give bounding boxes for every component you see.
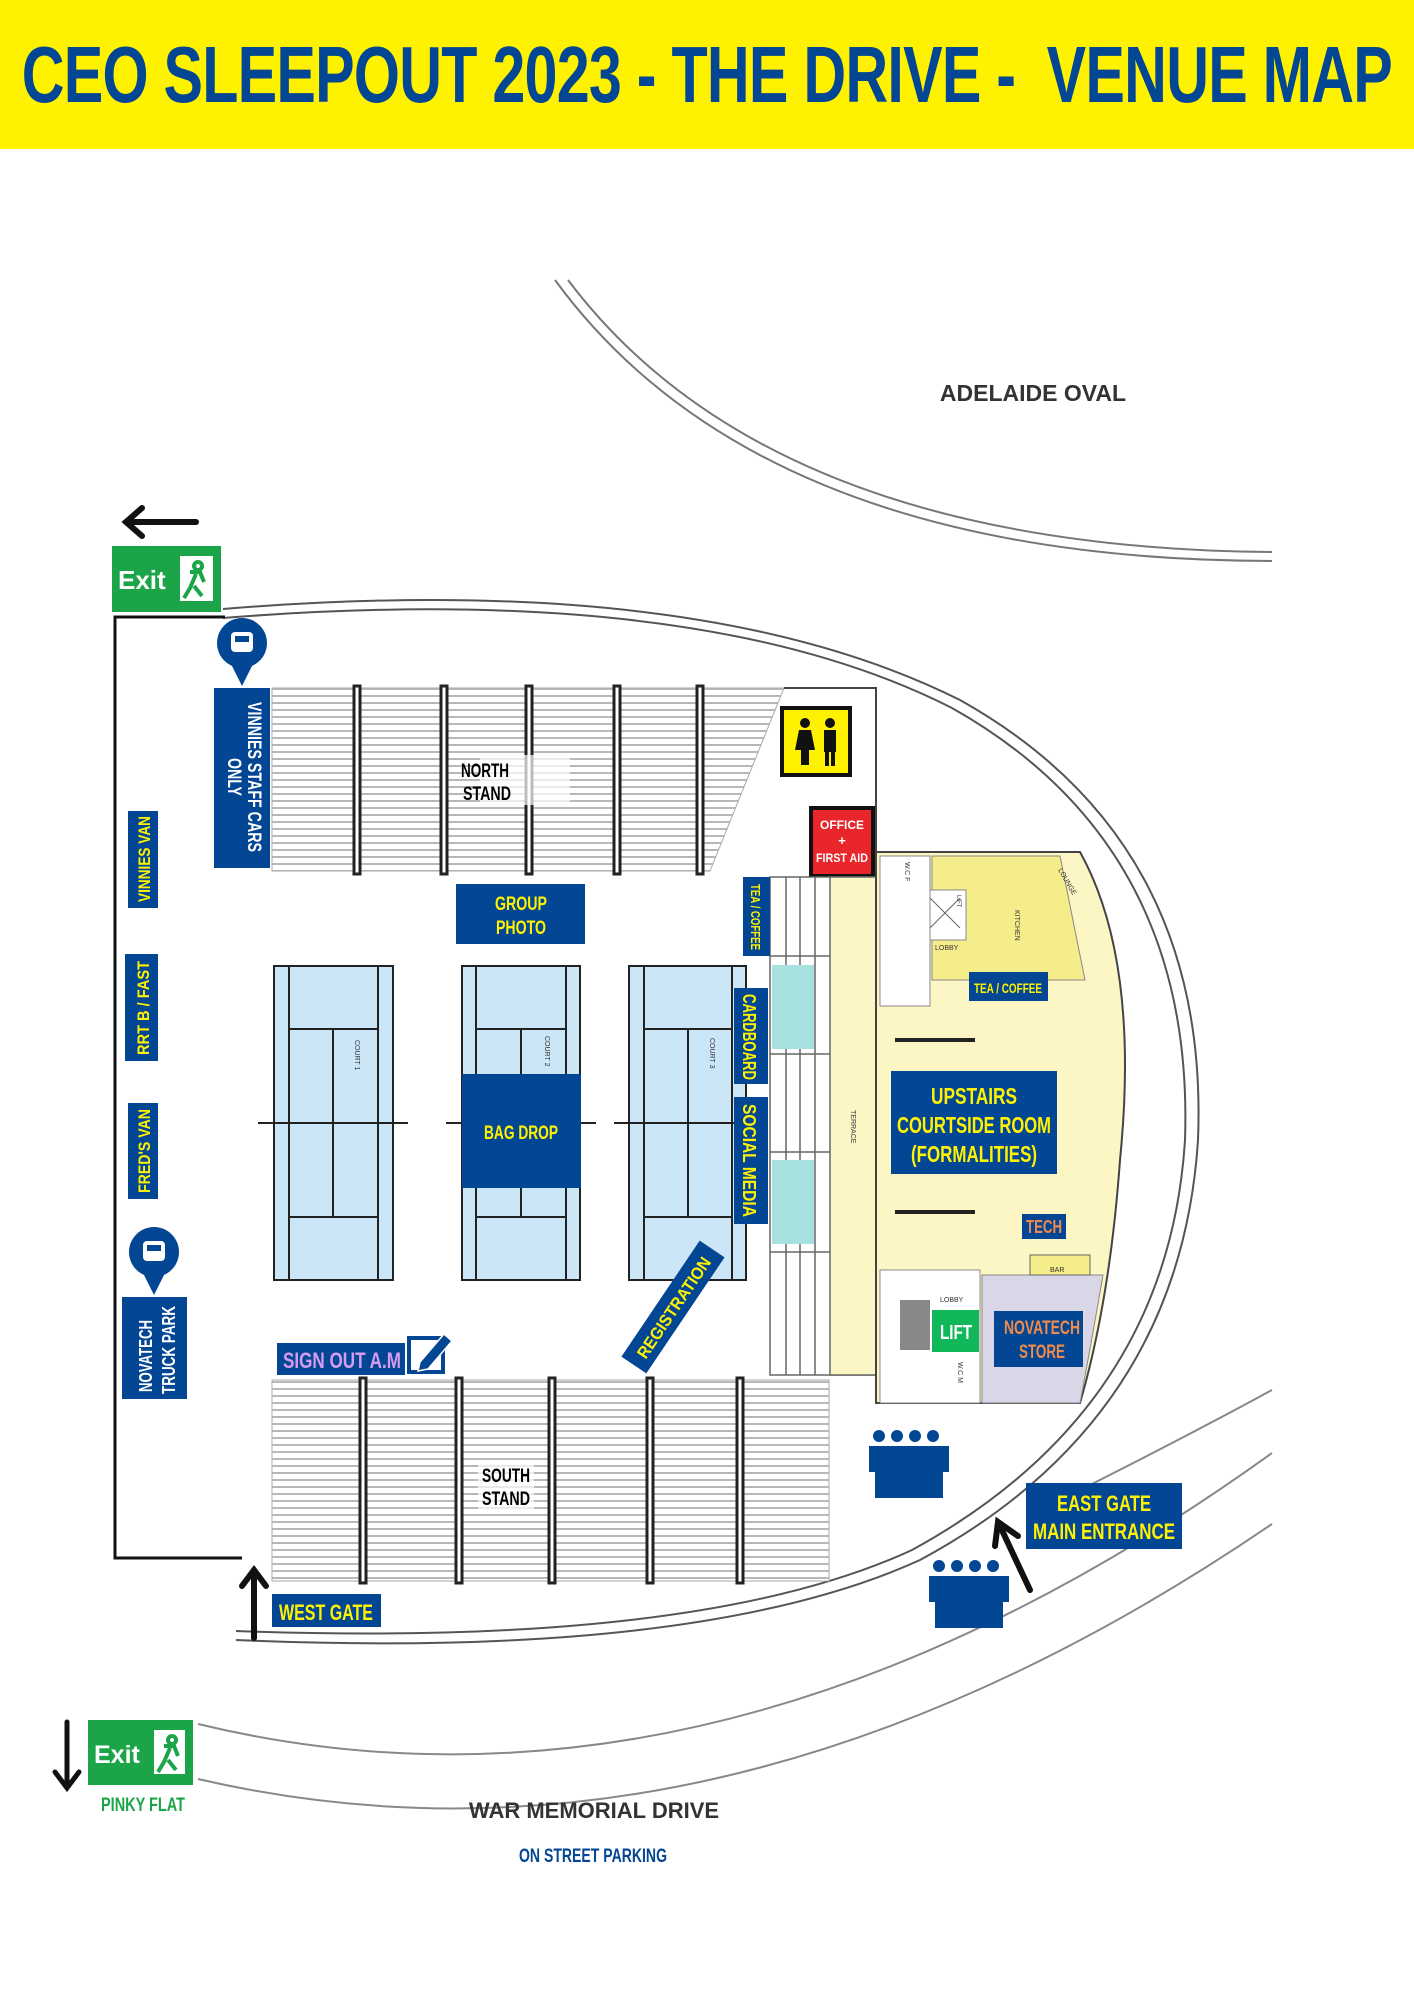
wc-m-label: W.C M [956,1362,963,1383]
exit-label: Exit [118,565,166,595]
formalities-text: (FORMALITIES) [911,1141,1037,1167]
vinnies-van-text: VINNIES VAN [135,816,154,902]
sign-out-text: SIGN OUT A.M [283,1348,401,1373]
pencil-edit-icon [407,1332,454,1374]
truck-pin-icon [129,1227,179,1295]
bag-drop-text: BAG DROP [484,1123,558,1144]
upstairs-courtside-room-label: UPSTAIRS COURTSIDE ROOM (FORMALITIES) [891,1071,1057,1174]
tech-text: TECH [1026,1217,1062,1237]
bag-drop-label: BAG DROP [462,1074,581,1188]
office-label: OFFICE [820,818,864,832]
group-photo-text-2: PHOTO [496,918,546,939]
tea-coffee-room-text: TEA / COFFEE [974,980,1042,996]
exit-sign-top[interactable]: Exit [112,546,221,612]
exit-sign-bottom[interactable]: Exit [88,1720,193,1785]
west-gate-text: WEST GATE [279,1600,373,1625]
novatech-text: NOVATECH [1004,1318,1080,1339]
tea-coffee-room-label: TEA / COFFEE [969,972,1048,1001]
novatech-store-label: NOVATECH STORE [994,1311,1083,1367]
adelaide-oval-boundary [554,279,1273,562]
vinnies-staff-cars-text: VINNIES STAFF CARS [243,702,264,852]
wc-f-label: W.C F [903,862,910,881]
truck-park-text: TRUCK PARK [159,1306,179,1394]
small-lift-label: LIFT [955,895,961,908]
upstairs-text: UPSTAIRS [931,1083,1017,1109]
east-gate-arrow-icon [992,1516,1033,1593]
south-stand-label: SOUTH [482,1466,530,1487]
stadium-outline [222,599,1200,1645]
bar-label: BAR [1050,1267,1064,1274]
exit-arrow-left-icon [121,505,199,539]
east-gate-main-entrance-label[interactable]: EAST GATE MAIN ENTRANCE [1026,1483,1182,1549]
war-memorial-drive-label: WAR MEMORIAL DRIVE [469,1798,719,1823]
cardboard-label: CARDBOARD [734,988,768,1084]
adelaide-oval-label: ADELAIDE OVAL [940,380,1126,406]
tea-coffee-terrace-text: TEA / COFFEE [748,884,763,950]
exit-label-bottom: Exit [94,1741,141,1769]
court-1-label: COURT 1 [353,1040,360,1071]
court-3-label: COURT 3 [708,1038,715,1069]
cardboard-text: CARDBOARD [739,994,759,1080]
store-text: STORE [1019,1342,1065,1363]
sign-out-label[interactable]: SIGN OUT A.M [277,1343,405,1375]
north-stand-label: NORTH [461,761,509,782]
page-title: CEO SLEEPOUT 2023 - THE DRIVE - VENUE MA… [21,29,1393,119]
exit-arrow-down-icon [52,1719,82,1793]
on-street-parking-label: ON STREET PARKING [519,1846,667,1867]
title-banner: CEO SLEEPOUT 2023 - THE DRIVE - VENUE MA… [0,0,1414,149]
south-stand: SOUTH STAND [271,1376,830,1585]
group-photo-text: GROUP [495,894,547,915]
lobby-label: LOBBY [935,945,959,952]
freds-van-label: FRED'S VAN [128,1103,158,1199]
rrt-bfast-text: RRT B / FAST [134,960,153,1055]
lift-text: LIFT [940,1322,972,1344]
pinky-flat-label: PINKY FLAT [101,1795,185,1816]
vinnies-van-label: VINNIES VAN [128,811,158,908]
crowd-icon [869,1430,949,1498]
courtside-room-text: COURTSIDE ROOM [897,1112,1051,1138]
freds-van-text: FRED'S VAN [135,1109,154,1193]
crowd-icon-2 [929,1560,1009,1628]
vinnies-staff-cars-only-text: ONLY [223,758,244,796]
novatech-truck-text: NOVATECH [136,1320,156,1392]
north-stand: NORTH STAND [271,684,877,876]
office-first-aid: OFFICE + FIRST AID [809,806,875,878]
fence-line [113,615,242,1560]
court-2-label: COURT 2 [543,1036,550,1067]
lower-lobby-label: LOBBY [940,1297,964,1304]
main-entrance-text: MAIN ENTRANCE [1033,1519,1175,1544]
vinnies-staff-cars-label: VINNIES STAFF CARS ONLY [214,688,270,868]
novatech-truck-park-label: NOVATECH TRUCK PARK [122,1297,187,1399]
first-aid-label: FIRST AID [816,851,868,865]
rrt-bfast-label: RRT B / FAST [125,954,158,1061]
west-gate-arrow-icon [239,1565,269,1641]
lift-label: LIFT [932,1310,979,1352]
east-gate-text: EAST GATE [1057,1491,1151,1516]
social-media-text: SOCIAL MEDIA [739,1104,759,1217]
tennis-court-3: COURT 3 [614,965,760,1281]
tea-coffee-terrace-label: TEA / COFFEE [743,877,770,956]
west-gate-label[interactable]: WEST GATE [272,1594,381,1627]
car-pin-icon [217,618,267,686]
tech-label: TECH [1022,1214,1066,1239]
plus-label: + [838,833,846,848]
social-media-label: SOCIAL MEDIA [734,1097,768,1224]
kitchen-label: KITCHEN [1013,910,1020,941]
terrace-label: TERRACE [849,1110,856,1144]
south-stand-label-2: STAND [482,1489,530,1510]
terrace-seating: TERRACE [769,876,877,1376]
group-photo-label: GROUP PHOTO [456,884,585,944]
toilets-icon [780,706,852,777]
north-stand-label-2: STAND [463,784,511,805]
tennis-court-1: COURT 1 [258,965,408,1281]
